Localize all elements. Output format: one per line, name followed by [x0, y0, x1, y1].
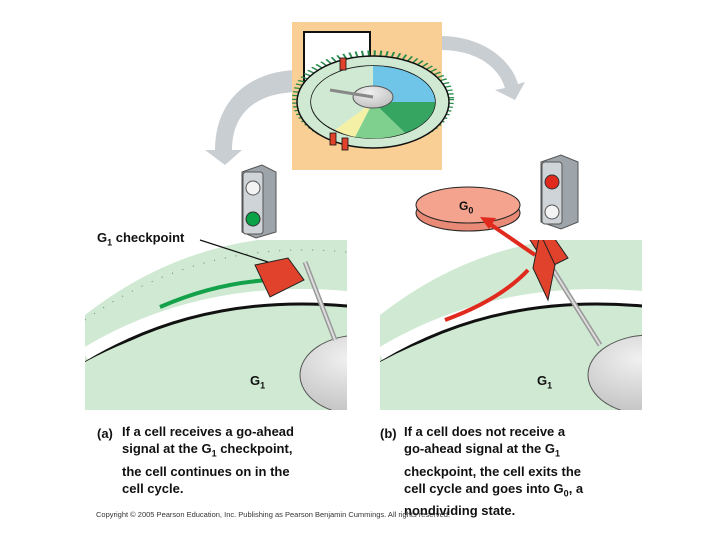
g1-label-right-g: G	[537, 373, 548, 388]
g1-label-left-sub: 1	[260, 380, 266, 391]
gray-arrow-right	[440, 36, 525, 100]
gray-arrow-left	[205, 70, 300, 165]
caption-a-line1: If a cell receives a go-ahead	[122, 424, 294, 439]
g0-label-g: G	[459, 199, 469, 213]
caption-b-line4: cell cycle and goes into G0, a	[404, 480, 583, 503]
caption-b-line3: checkpoint, the cell exits the	[404, 463, 581, 479]
copyright-notice: Copyright © 2005 Pearson Education, Inc.…	[96, 510, 451, 519]
g1-checkpoint-label-tail: checkpoint	[112, 230, 185, 245]
red-arrow-to-g0	[485, 220, 537, 257]
caption-b-line2: go-ahead signal at the G1	[404, 440, 583, 463]
g1-checkpoint-label: G1 checkpoint	[97, 230, 184, 251]
caption-a-line3: the cell continues on in the	[122, 463, 290, 479]
caption-a-line4: cell cycle.	[122, 480, 184, 496]
caption-b-line5: nondividing state.	[404, 503, 516, 519]
g1-label-left-g: G	[250, 373, 261, 388]
g1-label-left: G1	[250, 373, 265, 394]
g0-label-sub: 0	[468, 205, 474, 216]
caption-b-line2-sub: 1	[554, 448, 560, 459]
g1-checkpoint-label-g: G	[97, 230, 108, 245]
caption-a-line2: signal at the G1 checkpoint,	[122, 440, 294, 463]
caption-a-line2-sub: 1	[211, 448, 217, 459]
g1-label-right: G1	[537, 373, 552, 394]
g1-checkpoint-label-sub: 1	[107, 237, 113, 248]
g0-label: G0	[459, 198, 473, 218]
checkpoint-leader-line	[199, 239, 269, 263]
caption-b-tag: (b)	[380, 426, 397, 441]
caption-b-line4-a: cell cycle and goes into G	[404, 480, 564, 496]
caption-a-line2-a: signal at the G	[122, 441, 212, 456]
traffic-light-stop	[540, 154, 579, 230]
caption-b-line1: If a cell does not receive a	[404, 424, 566, 439]
caption-b-line4-b: , a	[568, 480, 584, 496]
g1-label-right-sub: 1	[547, 380, 553, 391]
caption-b-line2-a: go-ahead signal at the G	[404, 441, 555, 456]
caption-b: If a cell does not receive a go-ahead si…	[404, 423, 583, 519]
caption-a-tag: (a)	[97, 426, 113, 441]
panel-b-exit	[380, 240, 642, 410]
red-arrow-head	[480, 217, 496, 229]
cell-cycle-inset	[292, 22, 454, 170]
panel-a-continue	[85, 240, 347, 410]
caption-b-line4-sub: 0	[563, 488, 569, 499]
traffic-light-go	[241, 164, 277, 239]
g0-disk	[415, 186, 521, 232]
caption-a-line2-b: checkpoint,	[216, 441, 293, 456]
caption-a: If a cell receives a go-ahead signal at …	[122, 423, 294, 497]
